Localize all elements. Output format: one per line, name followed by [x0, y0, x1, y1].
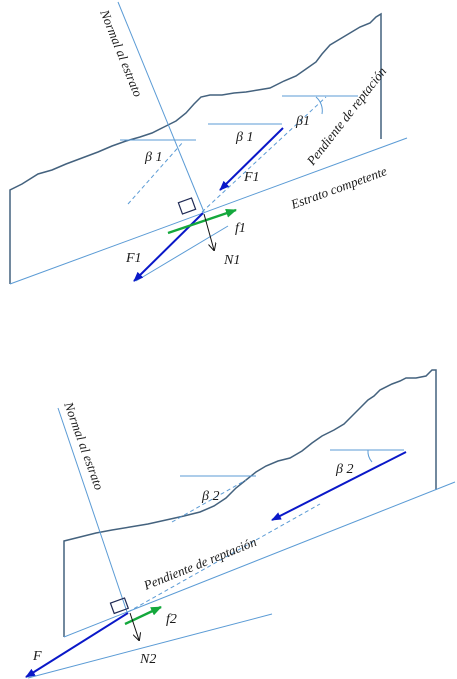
bottom-stratum-line: [63, 481, 456, 638]
bottom-force-upper: [271, 451, 407, 521]
bottom-slope-dashed: [127, 503, 321, 613]
top-angle-label-3: β1: [295, 114, 310, 129]
top-angle-label-1: β 1: [144, 150, 162, 165]
bottom-force-guide: [27, 613, 273, 679]
bottom-normal-line: [57, 407, 128, 613]
top-angle-label-2: β 1: [235, 130, 253, 145]
top-terrain-profile: [9, 12, 382, 284]
bottom-diagram: Normal al estrato Pendiente de reptación…: [25, 369, 456, 679]
bottom-slope-label: Pendiente de reptación: [141, 534, 259, 593]
top-slope-label: Pendiente de reptación: [303, 64, 389, 169]
top-force-label-lower: F1: [125, 251, 142, 266]
bottom-angle-label-2: β 2: [335, 462, 353, 477]
bottom-force-lower: [25, 612, 129, 678]
bottom-right-angle-marker: [109, 597, 130, 615]
top-normal-force-n1: [203, 213, 214, 250]
bottom-normal-force-label: N2: [139, 652, 156, 667]
top-slope-dashed: [201, 96, 327, 213]
top-diagram: Normal al estrato Pendiente de reptación…: [9, 1, 408, 285]
top-force-guide: [135, 225, 229, 282]
bottom-terrain-profile: [63, 369, 437, 637]
bottom-angle-label-1: β 2: [201, 489, 219, 504]
top-stratum-label: Estrato competente: [288, 163, 389, 212]
bottom-left-dashed: [171, 479, 247, 523]
bottom-angle-arc: [367, 449, 373, 463]
top-force-f1-upper: [219, 127, 284, 191]
top-friction-f1: [167, 208, 237, 235]
bottom-friction-label: f2: [166, 612, 177, 627]
bottom-force-label: F: [32, 649, 42, 664]
top-angle-arc: [315, 96, 323, 115]
bottom-normal-line-label: Normal al estrato: [61, 399, 107, 492]
top-force-label-upper: F1: [243, 170, 260, 185]
top-normal-force-label: N1: [223, 253, 240, 268]
top-normal-line: [117, 1, 205, 213]
top-stratum-line: [9, 137, 408, 285]
bottom-normal-force-n2: [129, 612, 139, 640]
bottom-friction-f2: [124, 605, 162, 626]
top-friction-label: f1: [235, 221, 246, 236]
top-right-angle-marker: [177, 197, 197, 215]
